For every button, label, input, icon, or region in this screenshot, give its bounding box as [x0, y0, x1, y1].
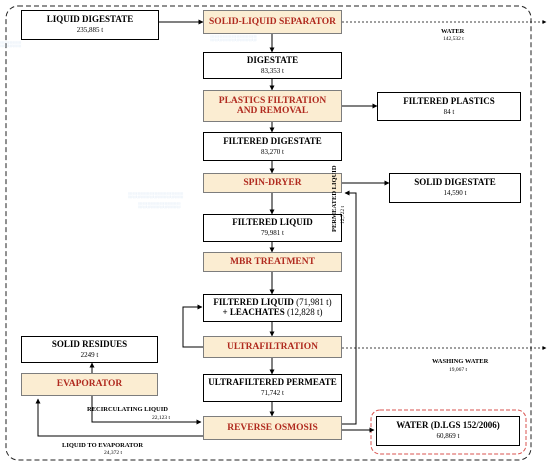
system-boundary	[5, 5, 532, 461]
box-value: 235,885 t	[76, 26, 104, 35]
permeated-liquid-flow-value: 12,722 t	[340, 205, 346, 224]
filtered-digestate-box: FILTERED DIGESTATE 83,270 t	[203, 132, 342, 161]
box-title: LIQUID DIGESTATE	[46, 14, 134, 25]
box-title-line1: FILTERED LIQUID (71,981 t)	[213, 297, 332, 308]
water-dlgs-box: WATER (D.LGS 152/2006) 60,869 t	[376, 416, 520, 446]
filtered-liquid-leachates-box: FILTERED LIQUID (71,981 t) + LEACHATES (…	[203, 294, 342, 322]
filtered-liquid-text: FILTERED LIQUID	[213, 297, 297, 308]
box-title: EVAPORATOR	[56, 379, 123, 390]
mbr-treatment-box: MBR TREATMENT	[203, 252, 342, 272]
box-value: 71,742 t	[261, 389, 284, 398]
liquid-to-evaporator-flow-label: LIQUID TO EVAPORATOR	[62, 442, 144, 449]
box-title: SOLID-LIQUID SEPARATOR	[209, 16, 336, 27]
permeated-liquid-flow-label: PERMEATED LIQUID	[331, 165, 338, 232]
ghost-text: ░░░░░░░░░░	[138, 203, 181, 209]
box-title: SPIN-DRYER	[243, 177, 302, 188]
water-flow-value: 142,532 t	[443, 36, 464, 42]
filtered-liquid-box: FILTERED LIQUID 79,981 t	[203, 214, 342, 242]
ghost-text: ░░░░░	[0, 42, 22, 48]
ultrafiltered-permeate-box: ULTRAFILTERED PERMEATE 71,742 t	[203, 374, 342, 402]
box-title: SOLID DIGESTATE	[414, 177, 496, 188]
leachates-amount: (12,828 t)	[286, 307, 323, 317]
box-value: 83,270 t	[261, 147, 284, 156]
box-value: 83,353 t	[261, 66, 284, 75]
box-title: SOLID RESIDUES	[51, 338, 128, 349]
box-title-line2: + LEACHATES (12,828 t)	[222, 307, 323, 318]
ultrafiltration-box: ULTRAFILTRATION	[203, 336, 342, 358]
box-value: 60,869 t	[436, 432, 460, 441]
box-title: ULTRAFILTERED PERMEATE	[208, 377, 337, 388]
filtered-liquid-amount: (71,981 t)	[296, 297, 332, 308]
arrow-recirculating-liquid	[91, 396, 202, 425]
box-title-line1: PLASTICS FILTRATION	[218, 95, 327, 106]
box-title: REVERSE OSMOSIS	[227, 422, 318, 433]
ghost-text: ░░░░░░░░░░░	[210, 36, 257, 42]
box-title: MBR TREATMENT	[230, 256, 315, 267]
liquid-to-evaporator-flow-value: 24,372 t	[104, 450, 123, 456]
washing-water-flow-label: WASHING WATER	[432, 358, 489, 365]
box-value: 2249 t	[80, 350, 99, 359]
solid-liquid-separator-box: SOLID-LIQUID SEPARATOR	[203, 10, 342, 34]
recirculating-liquid-flow-label: RECIRCULATING LIQUID	[87, 406, 168, 413]
box-title: WATER (D.LGS 152/2006)	[396, 420, 500, 431]
plastics-filtration-box: PLASTICS FILTRATION AND REMOVAL	[203, 90, 342, 122]
water-flow-label: WATER	[441, 28, 465, 35]
box-title-line2: AND REMOVAL	[236, 106, 309, 116]
liquid-digestate-box: LIQUID DIGESTATE 235,885 t	[21, 10, 159, 40]
arrow-permeated-liquid-return	[342, 190, 357, 425]
solid-residues-box: SOLID RESIDUES 2249 t	[21, 336, 158, 363]
box-title: ULTRAFILTRATION	[227, 341, 318, 352]
reverse-osmosis-box: REVERSE OSMOSIS	[203, 416, 342, 440]
box-value: 84 t	[443, 107, 455, 116]
arrow-liquid-to-evaporator	[35, 398, 203, 437]
solid-digestate-box: SOLID DIGESTATE 14,590 t	[389, 173, 521, 203]
box-title: DIGESTATE	[246, 54, 299, 65]
box-value: 79,981 t	[261, 229, 284, 238]
evaporator-box: EVAPORATOR	[21, 373, 158, 396]
digestate-box: DIGESTATE 83,353 t	[203, 52, 342, 79]
washing-water-flow-value: 19,067 t	[449, 367, 468, 373]
leachates-text: + LEACHATES	[222, 307, 287, 317]
box-title: FILTERED PLASTICS	[403, 95, 495, 106]
ghost-text: ░░░░░░░░░░░░░	[128, 193, 184, 199]
recirculating-liquid-flow-value: 22,123 t	[152, 415, 171, 421]
box-title: FILTERED DIGESTATE	[223, 135, 322, 146]
spin-dryer-box: SPIN-DRYER	[203, 173, 342, 193]
box-title: FILTERED LIQUID	[232, 217, 313, 228]
filtered-plastics-box: FILTERED PLASTICS 84 t	[377, 92, 521, 121]
box-value: 14,590 t	[443, 189, 467, 198]
arrow-ultrafiltration-loop	[182, 304, 203, 348]
